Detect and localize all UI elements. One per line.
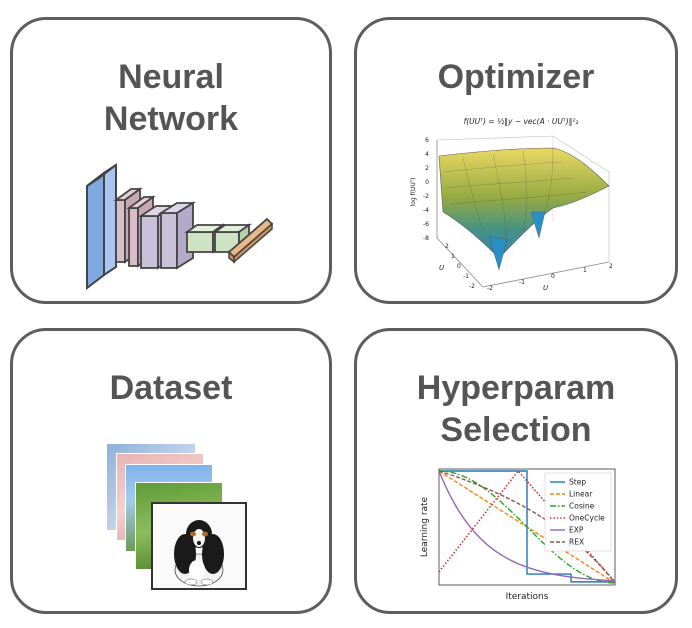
u-tick-bottom: -1: [519, 279, 525, 286]
u-axis-label-bottom: U: [543, 284, 548, 292]
optimizer-title: Optimizer: [437, 58, 595, 96]
optimizer-card: Optimizer f(UUᵀ) = ½‖y − vec(A · UUᵀ)‖²₂…: [354, 17, 678, 304]
u-tick-bottom: 1: [583, 267, 587, 274]
hyperparam-card: Hyperparam Selection Step Linear Cosine …: [354, 328, 678, 614]
legend-label-cosine: Cosine: [569, 502, 595, 511]
u-tick-bottom: 2: [609, 263, 613, 270]
lr-curve-step: [439, 470, 615, 583]
hyperparam-title-line1: Hyperparam: [416, 369, 616, 407]
loss-surface-plot: f(UUᵀ) = ½‖y − vec(A · UUᵀ)‖²₂ 6 4 2 0 -…: [410, 117, 613, 292]
u-tick-left: -2: [469, 283, 475, 290]
z-tick: 6: [425, 137, 429, 144]
legend-label-linear: Linear: [569, 490, 593, 499]
dataset-title: Dataset: [109, 369, 233, 407]
dog-photo: [151, 502, 247, 590]
lr-curve-exp: [438, 470, 616, 582]
neural-network-card: Neural Network: [10, 17, 332, 304]
u-tick-bottom: -2: [487, 285, 493, 292]
u-tick-left: 1: [451, 253, 455, 260]
z-tick: -6: [423, 221, 429, 228]
u-axis-label-left: U: [439, 264, 444, 272]
z-tick: 0: [425, 179, 429, 186]
neural-network-diagram: [86, 163, 273, 291]
legend-label-rex: REX: [569, 538, 584, 547]
hyperparam-title-line2: Selection: [440, 411, 592, 449]
u-tick-left: 2: [445, 243, 449, 250]
z-tick: 2: [425, 165, 429, 172]
dataset-card: Dataset: [10, 328, 332, 614]
z-tick: 4: [425, 151, 429, 158]
neural-network-title-line1: Neural: [118, 58, 224, 96]
y-axis-label: Learning rate: [420, 496, 430, 557]
optimizer-formula: f(UUᵀ) = ½‖y − vec(A · UUᵀ)‖²₂: [464, 117, 579, 126]
u-tick-left: 0: [457, 263, 461, 270]
z-tick: -2: [423, 193, 429, 200]
dog-illustration: [174, 520, 224, 587]
legend-label-exp: EXP: [569, 526, 584, 535]
legend: Step Linear Cosine OneCycle EXP REX: [544, 472, 612, 552]
lr-schedule-plot: Step Linear Cosine OneCycle EXP REX Iter…: [420, 468, 616, 602]
neural-network-title-line2: Network: [103, 100, 239, 138]
legend-label-step: Step: [569, 478, 586, 487]
z-axis-label: log f(UUᵀ): [410, 178, 417, 207]
image-stack: [107, 444, 247, 590]
lr-curve-cosine: [438, 470, 616, 584]
u-tick-bottom: 0: [551, 273, 555, 280]
u-tick-left: -1: [463, 273, 469, 280]
legend-label-onecycle: OneCycle: [569, 514, 605, 523]
z-tick: -4: [423, 207, 429, 214]
x-axis-label: Iterations: [506, 592, 549, 602]
z-tick: -8: [423, 235, 429, 242]
